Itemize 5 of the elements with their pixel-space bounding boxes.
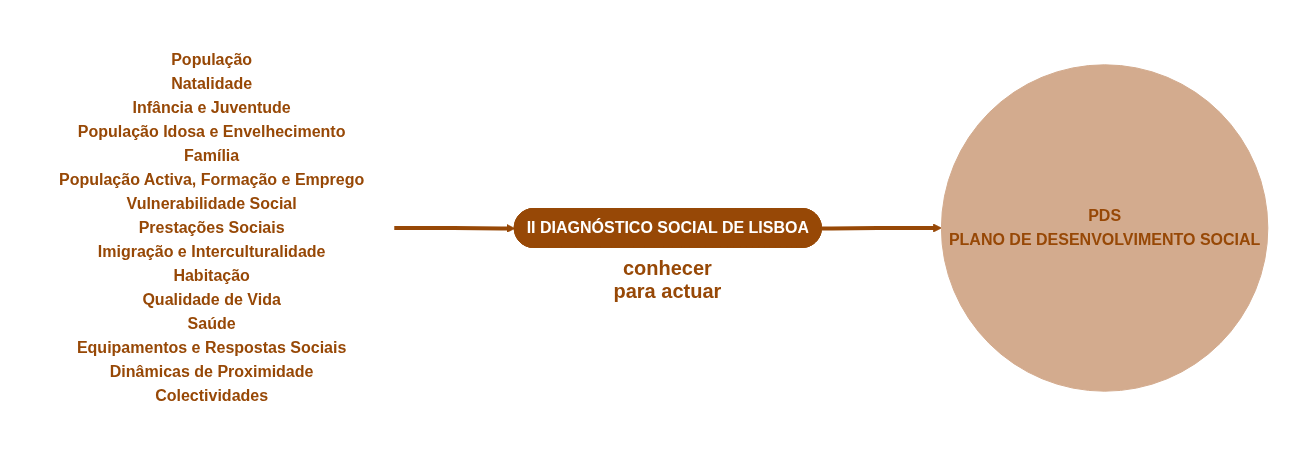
node-text: População Natalidade Infância e Juventude População Idosa e Envelhecimento Família População Activa, Formação e Emprego Vulnerabilidade Social Prestações Sociais Imigração e Interculturalidade Habitação Qualidade de Vida Saúde Equipamentos e Respostas Sociais Dinâmicas de Proximidade Colectividades [58, 51, 364, 404]
node-caption: conhecer para actuar [612, 257, 723, 304]
arrow [821, 223, 942, 233]
arrow [393, 224, 515, 233]
node-circle: PDS PLANO DE DESENVOLVIMENTO SOCIAL [940, 64, 1268, 392]
